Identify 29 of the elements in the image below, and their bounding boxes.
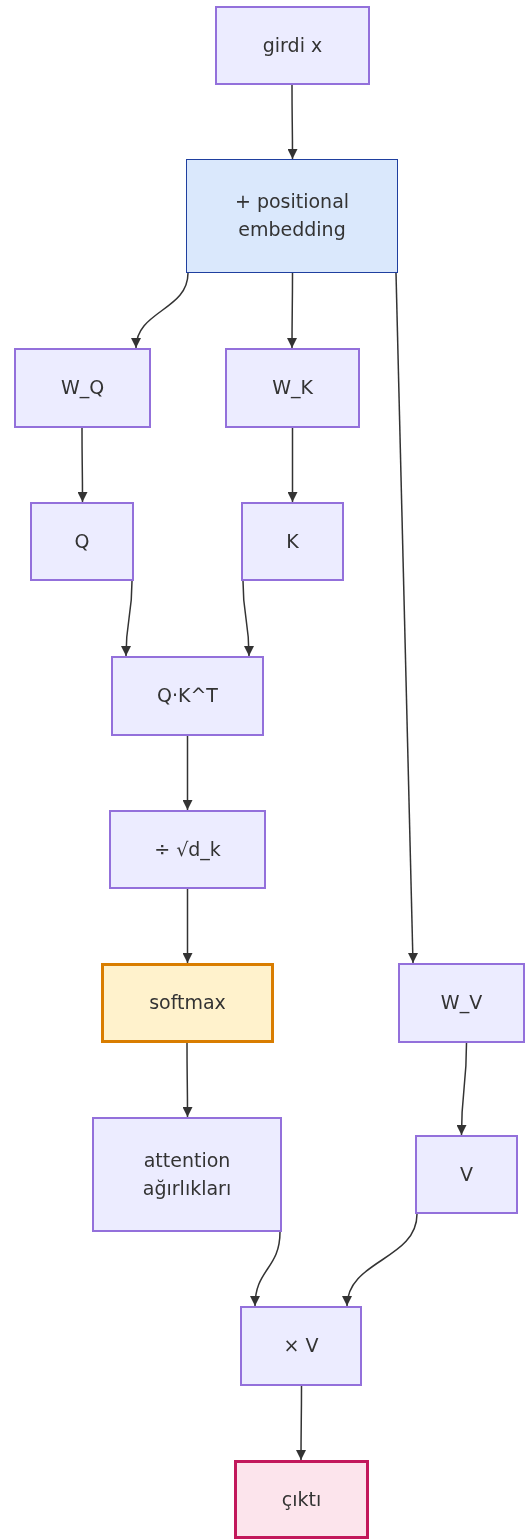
- process-box: W_V: [398, 963, 525, 1043]
- arrow: [121, 580, 133, 657]
- process-box: V: [415, 1135, 518, 1214]
- process-box: W_Q: [14, 348, 151, 428]
- process-box: ÷ √d_k: [109, 810, 266, 889]
- process-box: W_K: [225, 348, 360, 428]
- process-box: + positional embedding: [186, 159, 398, 273]
- arrow: [287, 427, 298, 503]
- process-box: softmax: [101, 963, 274, 1043]
- arrow: [287, 272, 297, 349]
- arrow: [132, 272, 189, 349]
- arrow: [287, 84, 298, 160]
- process-box: attention ağırlıkları: [92, 1117, 282, 1232]
- arrow: [395, 272, 418, 964]
- arrow: [250, 1231, 281, 1307]
- process-box: K: [241, 502, 344, 581]
- arrow: [182, 888, 193, 964]
- process-box: Q·K^T: [111, 656, 264, 736]
- arrow: [296, 1385, 306, 1461]
- arrow: [77, 427, 88, 503]
- process-box: × V: [240, 1306, 362, 1386]
- arrow: [456, 1042, 468, 1136]
- arrow: [182, 1042, 193, 1118]
- process-box: Q: [30, 502, 134, 581]
- process-box: girdi x: [215, 6, 370, 85]
- arrow: [182, 735, 193, 811]
- process-box: çıktı: [234, 1460, 369, 1539]
- arrow: [242, 580, 254, 657]
- arrow: [343, 1213, 418, 1307]
